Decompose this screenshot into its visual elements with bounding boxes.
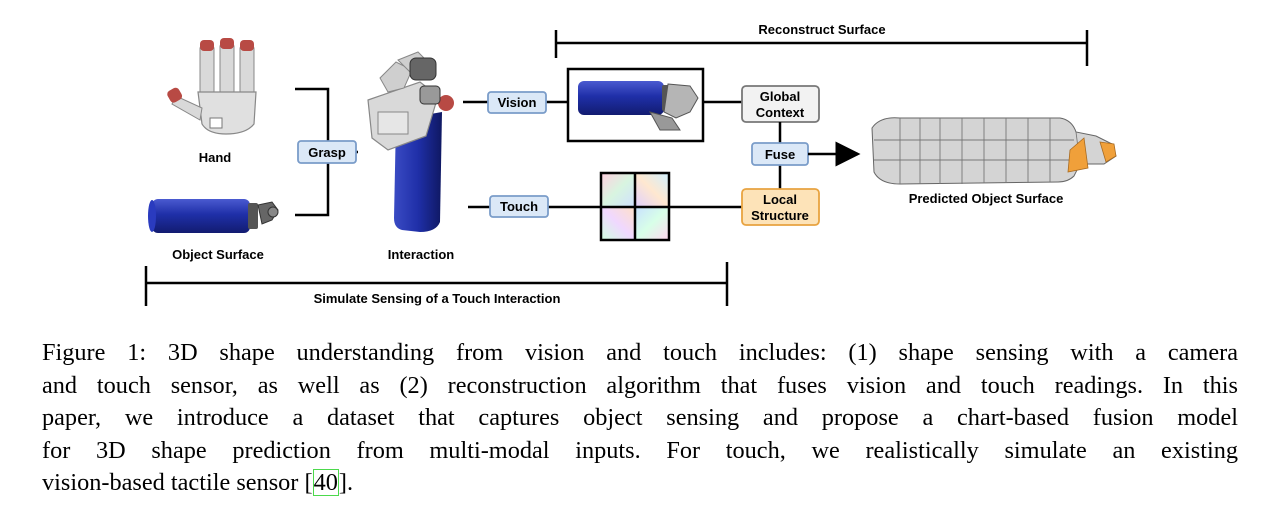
- simulate-label: Simulate Sensing of a Touch Interaction: [314, 291, 561, 306]
- caption-line-2: and touch sensor, as well as (2) reconst…: [42, 371, 1238, 399]
- touch-label: Touch: [500, 199, 538, 214]
- citation-link[interactable]: 40: [312, 469, 339, 496]
- predicted-mesh: [871, 117, 1117, 185]
- figure-caption: Figure 1: 3D shape understanding from vi…: [42, 337, 1238, 500]
- predicted-surface-label: Predicted Object Surface: [909, 191, 1064, 206]
- global-context-label-1: Global: [760, 89, 800, 104]
- caption-line-1: Figure 1: 3D shape understanding from vi…: [42, 339, 1238, 366]
- hand-icon: [167, 38, 257, 135]
- vision-label: Vision: [498, 95, 537, 110]
- touch-readings-grid: [599, 171, 671, 242]
- grasp-box: [297, 140, 357, 164]
- caption-line-5-end: ].: [338, 469, 354, 496]
- caption-line-4: for 3D shape prediction from multi-modal…: [42, 436, 1238, 464]
- vision-image: [566, 67, 705, 143]
- vision-box: [487, 91, 547, 114]
- object-bottle-icon: [148, 199, 279, 233]
- local-structure-label-2: Structure: [751, 208, 809, 223]
- interaction-label: Interaction: [388, 247, 455, 262]
- global-context-label-2: Context: [756, 105, 805, 120]
- reconstruct-label: Reconstruct Surface: [758, 22, 885, 37]
- interaction-icon: [367, 51, 454, 232]
- caption-line-5: vision-based tactile sensor [40].: [42, 467, 1238, 500]
- simulate-bracket: [144, 262, 729, 306]
- object-surface-label: Object Surface: [172, 247, 264, 262]
- grasp-label: Grasp: [308, 145, 346, 160]
- touch-box: [489, 195, 549, 218]
- caption-line-3: paper, we introduce a dataset that captu…: [42, 404, 1238, 431]
- local-structure-label-1: Local: [763, 192, 797, 207]
- fuse-label: Fuse: [765, 147, 795, 162]
- hand-label: Hand: [199, 150, 232, 165]
- figure-diagram: Reconstruct Surface Hand Object Surface …: [144, 22, 1117, 306]
- local-structure-box: [741, 188, 820, 226]
- reconstruct-bracket: [554, 30, 1089, 66]
- caption-line-5-text: vision-based tactile sensor [: [42, 469, 313, 496]
